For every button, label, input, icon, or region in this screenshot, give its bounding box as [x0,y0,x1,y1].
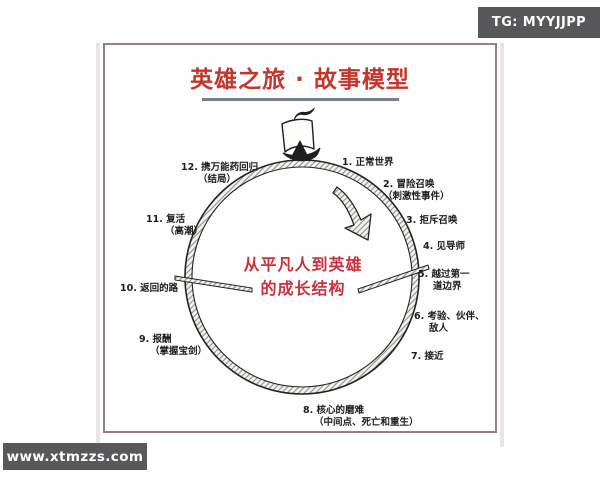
diagram-frame [103,43,497,433]
left-edge-shadow [96,43,100,447]
stage-text: 3. 拒斥召唤 [406,215,458,226]
website-watermark-badge: www.xtmzzs.com [3,443,147,470]
stage-2-call-to-adventure: 2. 冒险召唤 （刺激性事件） [383,179,450,203]
stage-text: 7. 接近 [411,351,444,362]
center-caption: 从平凡人到英雄 的成长结构 [208,253,398,301]
stage-5-crossing-threshold: 5. 越过第一 道边界 [418,269,470,293]
center-caption-line2: 的成长结构 [260,279,346,298]
stage-text: 12. 携万能药回归 [181,162,259,173]
stage-text: 1. 正常世界 [342,157,394,168]
stage-1-ordinary-world: 1. 正常世界 [342,157,394,169]
stage-10-road-back: 10. 返回的路 [120,283,178,295]
stage-subtext: （高潮） [165,226,204,237]
stage-text: 8. 核心的磨难 [303,405,365,416]
stage-subtext: （中间点、死亡和重生） [314,417,419,428]
stage-subtext: （结局） [198,174,237,185]
stage-4-meeting-mentor: 4. 见导师 [423,241,465,253]
stage-text: 4. 见导师 [423,241,466,252]
stage-subtext: （掌握宝剑） [150,346,208,357]
stage-text: 5. 越过第一 [418,269,470,280]
stage-subtext: （刺激性事件） [383,191,450,202]
stage-8-central-ordeal: 8. 核心的磨难 （中间点、死亡和重生） [303,405,419,429]
stage-text: 9. 报酬 [139,334,172,345]
stage-text: 10. 返回的路 [120,283,179,294]
center-caption-line1: 从平凡人到英雄 [243,255,363,274]
title-underline [202,98,399,101]
stage-text: 11. 复活 [146,214,186,225]
stage-11-resurrection: 11. 复活 （高潮） [146,214,203,238]
stage-subtext: 敌人 [429,323,449,334]
right-edge-shadow [500,43,504,447]
diagram-title: 英雄之旅 · 故事模型 [190,67,410,93]
stage-7-approach: 7. 接近 [411,351,444,363]
stage-9-reward: 9. 报酬 （掌握宝剑） [139,334,207,358]
stage-3-refusal-of-call: 3. 拒斥召唤 [406,215,458,227]
telegram-watermark-badge: TG: MYYJJPP [478,7,600,38]
stage-6-tests-allies-enemies: 6. 考验、伙伴、 敌人 [414,311,485,335]
stage-text: 6. 考验、伙伴、 [414,311,485,322]
stage-subtext: 道边界 [433,281,462,292]
stage-text: 2. 冒险召唤 [383,179,435,190]
stage-12-return-with-elixir: 12. 携万能药回归 （结局） [181,162,258,186]
